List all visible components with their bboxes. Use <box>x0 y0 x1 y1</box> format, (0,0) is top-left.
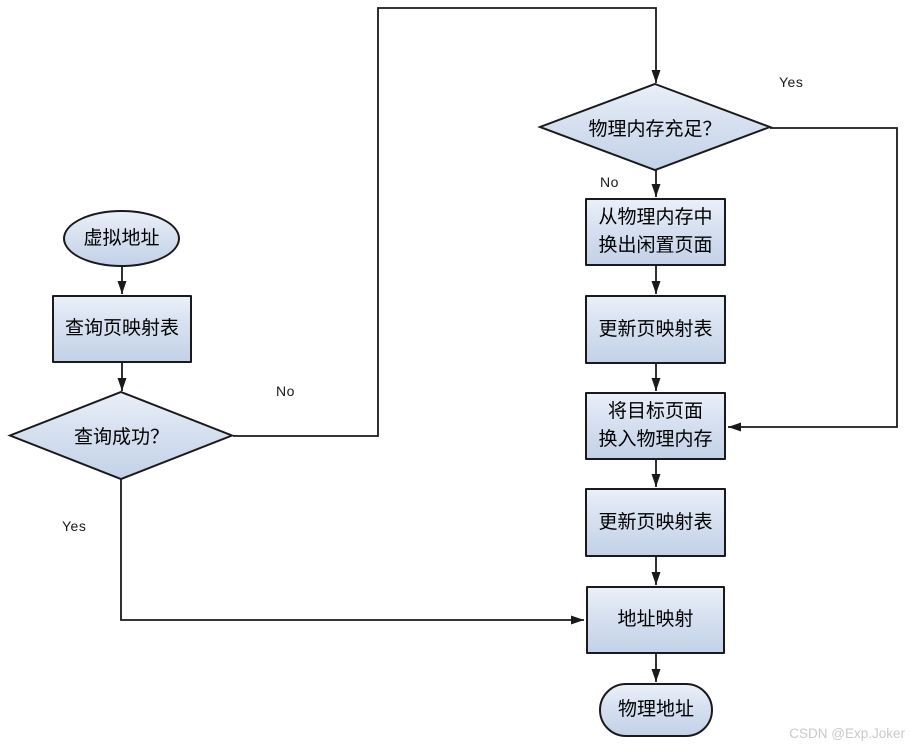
node-address-mapping: 地址映射 <box>586 586 725 654</box>
decision-memory-sufficient-shape <box>537 82 773 172</box>
node-physical-address: 物理地址 <box>599 683 713 737</box>
node-update-page-table-1: 更新页映射表 <box>585 295 726 364</box>
edge-querysuccess-yes <box>120 478 584 625</box>
edge-label-query-success-yes: Yes <box>62 518 87 534</box>
csdn-watermark: CSDN @Exp.Joker <box>789 726 905 741</box>
node-swap-out-idle-page: 从物理内存中 换出闲置页面 <box>585 198 726 266</box>
node-swap-in-target-page: 将目标页面 换入物理内存 <box>585 392 726 460</box>
edge-label-memory-sufficient-no: No <box>600 174 619 190</box>
node-update-page-table-2: 更新页映射表 <box>585 488 726 557</box>
decision-query-success-shape <box>7 390 235 481</box>
edge-memyes-to-swapin <box>728 127 898 432</box>
node-virtual-address: 虚拟地址 <box>63 210 180 267</box>
edge-label-memory-sufficient-yes: Yes <box>779 74 804 90</box>
edge-queryfail-no-loop <box>233 7 661 437</box>
edge-label-query-success-no: No <box>276 383 295 399</box>
node-query-page-table: 查询页映射表 <box>52 295 192 363</box>
